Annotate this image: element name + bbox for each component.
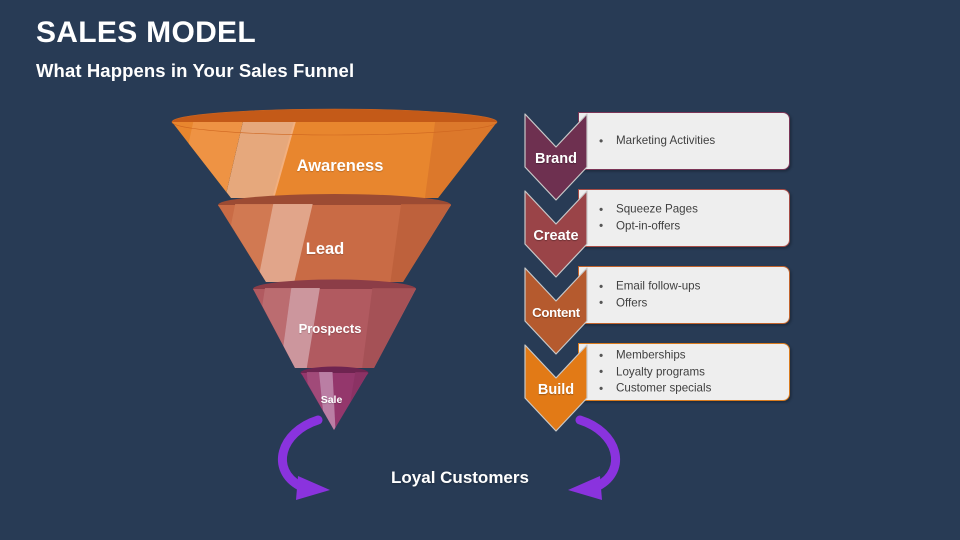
- chevron-brand[interactable]: [523, 112, 589, 207]
- funnel-stage-awareness: [171, 108, 498, 198]
- flow-box-build: Memberships Loyalty programs Customer sp…: [578, 343, 790, 401]
- right-curved-arrow-icon: [568, 415, 620, 500]
- page-title: SALES MODEL: [36, 16, 256, 49]
- list-item: Opt-in-offers: [599, 218, 784, 235]
- flow-steps-list: Marketing Activities Brand Squeeze Pages…: [523, 112, 923, 432]
- flow-bullets-create: Squeeze Pages Opt-in-offers: [599, 201, 784, 235]
- chevron-down-icon: [524, 267, 588, 355]
- chevron-down-icon: [524, 113, 588, 201]
- flow-box-create: Squeeze Pages Opt-in-offers: [578, 189, 790, 247]
- slide-header: SALES MODEL What Happens in Your Sales F…: [36, 16, 636, 82]
- chevron-down-icon: [524, 190, 588, 278]
- list-item: Memberships: [599, 347, 784, 364]
- list-item: Email follow-ups: [599, 278, 784, 296]
- list-item: Squeeze Pages: [599, 201, 784, 219]
- list-item: Marketing Activities: [599, 132, 784, 150]
- flow-step-build[interactable]: Memberships Loyalty programs Customer sp…: [523, 343, 923, 432]
- flow-step-create[interactable]: Squeeze Pages Opt-in-offers Create: [523, 189, 923, 278]
- list-item: Offers: [599, 295, 784, 312]
- funnel-svg: [171, 108, 498, 430]
- chevron-build[interactable]: [523, 343, 589, 438]
- left-curved-arrow-icon: [278, 415, 330, 500]
- chevron-create[interactable]: [523, 189, 589, 284]
- flow-box-content: Email follow-ups Offers: [578, 266, 790, 324]
- flow-step-content[interactable]: Email follow-ups Offers Content: [523, 266, 923, 355]
- page-subtitle: What Happens in Your Sales Funnel: [36, 60, 355, 81]
- flow-bullets-brand: Marketing Activities: [599, 132, 784, 150]
- loyal-customers-loop: Loyal Customers: [260, 408, 660, 518]
- flow-bullets-build: Memberships Loyalty programs Customer sp…: [599, 347, 784, 397]
- loyal-customers-label: Loyal Customers: [391, 468, 529, 487]
- flow-bullets-content: Email follow-ups Offers: [599, 278, 784, 312]
- loyalty-arrows-svg: [278, 415, 620, 500]
- flow-step-brand[interactable]: Marketing Activities Brand: [523, 112, 923, 201]
- list-item: Customer specials: [599, 380, 784, 397]
- chevron-content[interactable]: [523, 266, 589, 361]
- list-item: Loyalty programs: [599, 363, 784, 381]
- chevron-down-icon: [524, 344, 588, 432]
- sales-funnel-graphic: Awareness Lead Prospects Sale: [150, 100, 530, 450]
- flow-box-brand: Marketing Activities: [578, 112, 790, 170]
